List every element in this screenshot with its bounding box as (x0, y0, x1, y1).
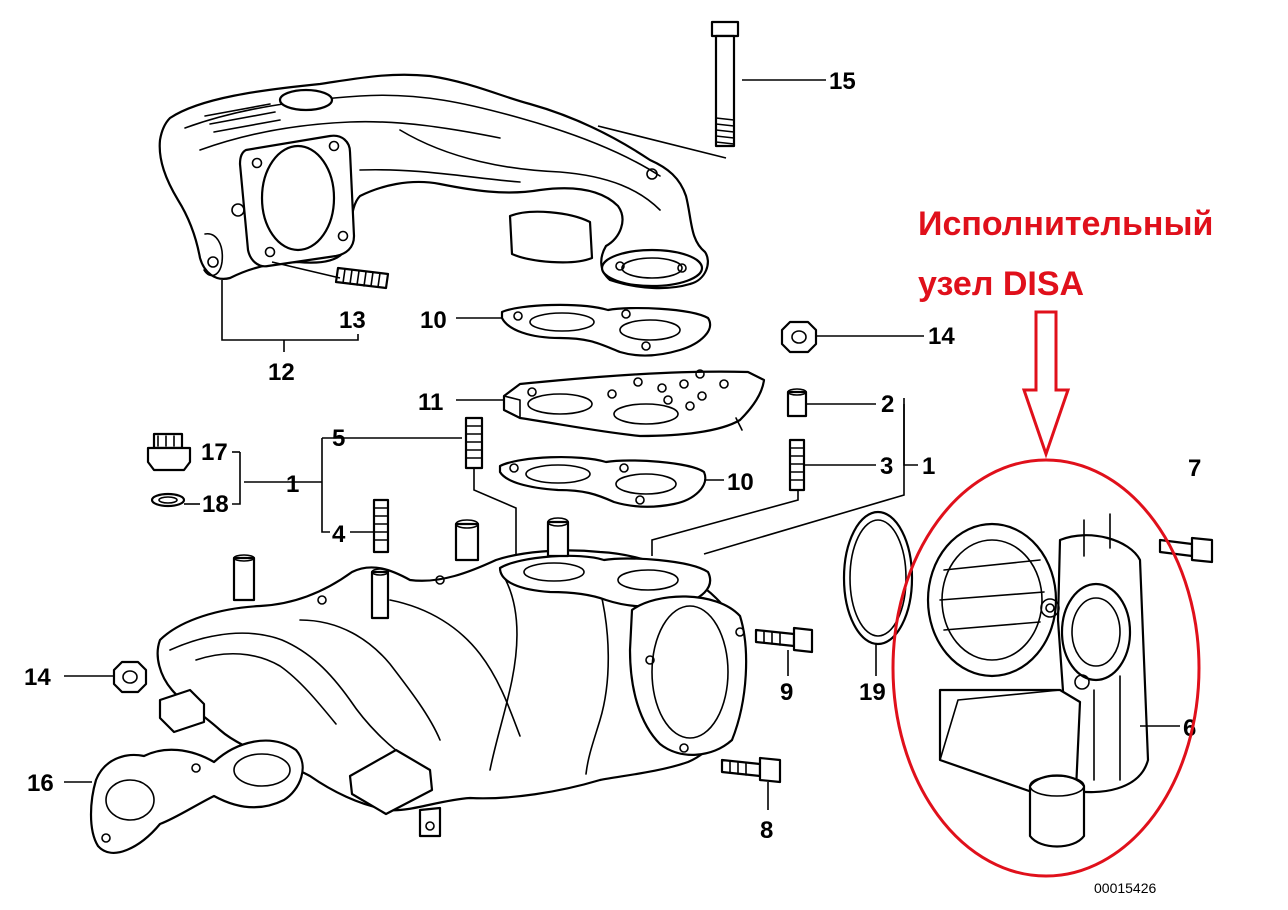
callout-18: 18 (202, 491, 229, 518)
down-arrow-icon (1021, 310, 1071, 459)
callout-5: 5 (332, 425, 345, 452)
stud-3 (788, 438, 806, 492)
ring-18 (150, 492, 186, 508)
callout-15: 15 (829, 68, 856, 95)
callout-7: 7 (1188, 455, 1201, 482)
bolt-8 (720, 756, 782, 784)
nut-14-lower (112, 660, 148, 694)
disa-annotation: Исполнительный узел DISA (891, 205, 1213, 878)
callout-16: 16 (27, 770, 54, 797)
callout-1-left: 1 (286, 471, 299, 498)
callout-17: 17 (201, 439, 228, 466)
gasket-10-lower (498, 456, 707, 508)
callout-12: 12 (268, 359, 295, 386)
fitting-17 (146, 432, 192, 472)
stud-5 (464, 416, 484, 470)
highlight-circle (891, 458, 1201, 878)
callout-14-lower: 14 (24, 664, 51, 691)
gasket-10-upper (500, 303, 712, 357)
callout-11: 11 (418, 389, 443, 416)
callout-3: 3 (880, 453, 893, 480)
callout-2: 2 (881, 391, 894, 418)
callout-10-lower: 10 (727, 469, 754, 496)
annotation-line-2: узел DISA (918, 265, 1084, 303)
callout-19: 19 (859, 679, 886, 706)
stud-4 (372, 498, 390, 554)
callout-13: 13 (339, 307, 366, 334)
callout-14-upper: 14 (928, 323, 955, 350)
callout-9: 9 (780, 679, 793, 706)
catalog-number: 00015426 (1094, 880, 1157, 896)
plate-11 (502, 369, 766, 438)
bolt-9 (754, 626, 814, 654)
callout-4: 4 (332, 521, 346, 548)
bolt-7 (1158, 536, 1214, 564)
callouts: 15 13 12 10 14 11 2 5 17 3 1 7 10 1 18 4… (24, 68, 1201, 896)
lower-intake-manifold (156, 517, 748, 838)
disa-actuator (926, 513, 1150, 848)
callout-10-upper: 10 (420, 307, 447, 334)
gasket-16 (89, 739, 304, 854)
callout-1-right: 1 (922, 453, 935, 480)
callout-8: 8 (760, 817, 773, 844)
sleeve-2 (786, 388, 808, 418)
o-ring-19 (842, 510, 914, 646)
stud-13 (334, 266, 390, 290)
upper-intake-manifold (158, 73, 709, 290)
bolt-15 (710, 20, 740, 148)
annotation-line-1: Исполнительный (918, 205, 1213, 243)
nut-14-upper (780, 320, 818, 354)
leader-lines (64, 79, 1180, 810)
